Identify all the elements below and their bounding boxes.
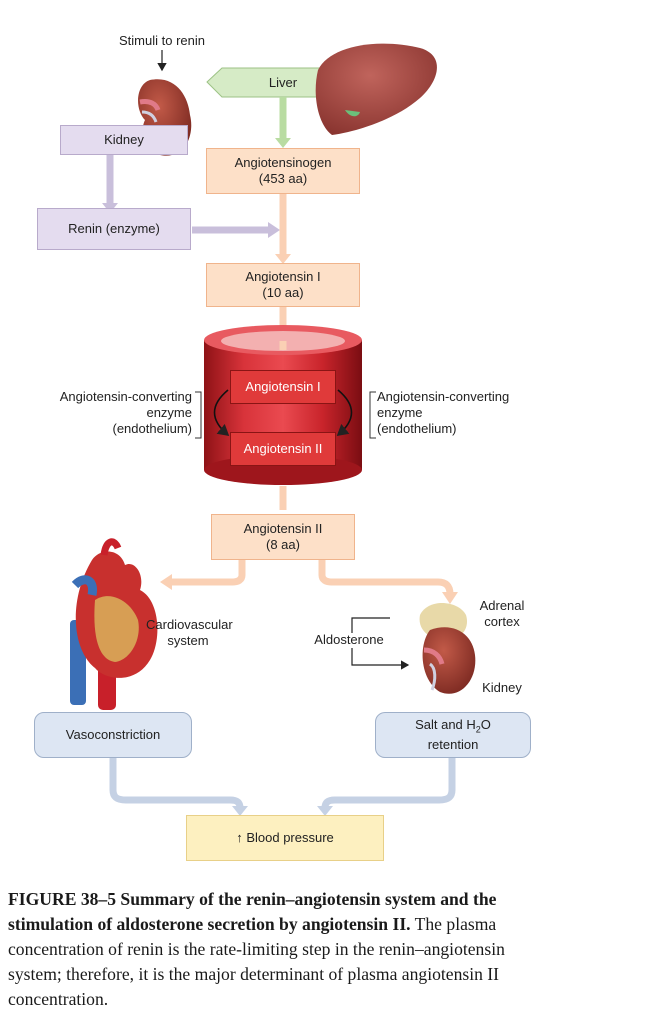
renin-label: Renin (enzyme) [68, 221, 160, 236]
angiotensinogen-size: (453 aa) [258, 171, 308, 186]
angiotensin-i-box: Angiotensin I (10 aa) [206, 263, 360, 307]
ace-left-line2: enzyme [146, 405, 192, 420]
liver-label: Liver [268, 75, 298, 90]
renin-box: Renin (enzyme) [37, 208, 191, 250]
kidney-bottom-label: Kidney [482, 680, 522, 695]
caption-title: FIGURE 38–5 Summary of the renin–angiote… [8, 889, 497, 934]
adrenal-kidney-illustration [419, 602, 476, 694]
angiotensin-i-size: (10 aa) [262, 285, 304, 300]
ace-right-line3: (endothelium) [377, 421, 457, 436]
vessel-angiotensin-ii-label: Angiotensin II [243, 441, 323, 456]
angiotensin-ii-label: Angiotensin II [243, 521, 323, 536]
adrenal-line1: Adrenal [479, 598, 525, 613]
angiotensin-i-label: Angiotensin I [245, 269, 321, 284]
kidney-box: Kidney [60, 125, 188, 155]
figure-caption: FIGURE 38–5 Summary of the renin–angiote… [8, 887, 550, 1012]
cardiovascular-label: Cardiovascular system [146, 617, 233, 649]
salt-sub: 2 [475, 724, 481, 735]
heart-illustration [70, 538, 158, 710]
ace-right: Angiotensin-converting enzyme (endotheli… [377, 389, 537, 437]
angiotensinogen-label: Angiotensinogen [234, 155, 332, 170]
caption-body: The plasma concentration of renin is the… [8, 914, 505, 1009]
ace-left: Angiotensin-converting enzyme (endotheli… [40, 389, 192, 437]
aldosterone-label: Aldosterone [314, 632, 384, 647]
angiotensinogen-box: Angiotensinogen (453 aa) [206, 148, 360, 194]
adrenal-line2: cortex [484, 614, 520, 629]
salt-prefix: Salt and H [415, 716, 476, 732]
blood-pressure-label: ↑ Blood pressure [236, 830, 334, 845]
liver-illustration [315, 43, 437, 135]
ace-left-line1: Angiotensin-converting [59, 389, 192, 404]
cardiovascular-line1: Cardiovascular [146, 617, 233, 632]
salt-water-label: Salt and H2O [415, 717, 491, 738]
blood-pressure-box: ↑ Blood pressure [186, 815, 384, 861]
retention-label: retention [427, 737, 479, 753]
ace-left-line3: (endothelium) [112, 421, 193, 436]
ace-right-line1: Angiotensin-converting [377, 389, 510, 404]
cardiovascular-line2: system [167, 633, 209, 648]
stimuli-label: Stimuli to renin [119, 33, 205, 48]
salt-water-retention-box: Salt and H2O retention [375, 712, 531, 758]
vessel-angiotensin-ii: Angiotensin II [230, 432, 336, 466]
vasoconstriction-label: Vasoconstriction [65, 727, 161, 742]
adrenal-cortex-label: Adrenal cortex [472, 598, 532, 630]
salt-suffix: O [480, 716, 491, 732]
vessel-angiotensin-i: Angiotensin I [230, 370, 336, 404]
angiotensin-ii-size: (8 aa) [266, 537, 300, 552]
angiotensin-ii-box: Angiotensin II (8 aa) [211, 514, 355, 560]
ace-right-line2: enzyme [377, 405, 423, 420]
vasoconstriction-box: Vasoconstriction [34, 712, 192, 758]
renin-angiotensin-diagram: Stimuli to renin Liver Kidney Angiotensi… [34, 33, 537, 861]
vessel-angiotensin-i-label: Angiotensin I [245, 379, 321, 394]
kidney-box-label: Kidney [104, 132, 144, 147]
